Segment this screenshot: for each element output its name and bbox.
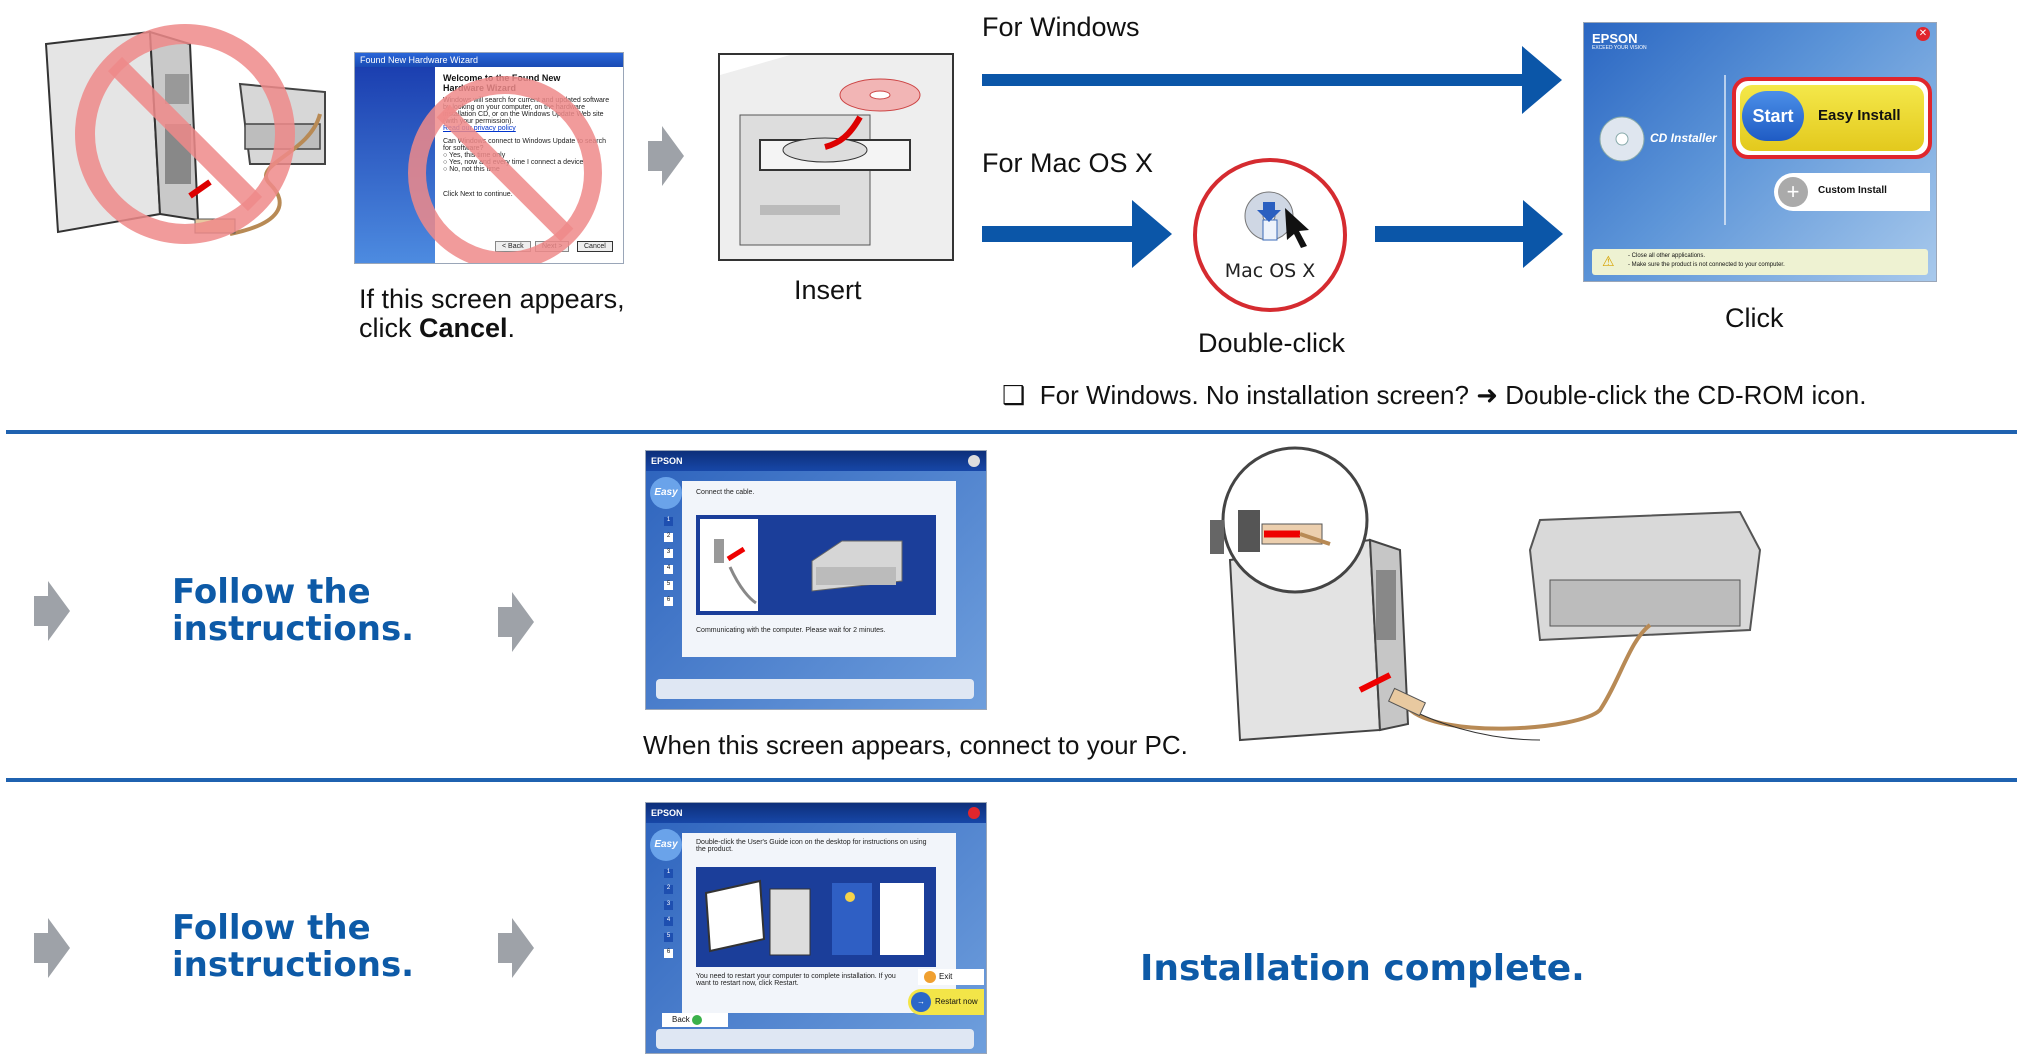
easy-badge: Easy	[650, 477, 682, 509]
restart-text: You need to restart your computer to com…	[696, 973, 896, 987]
close-icon-2[interactable]	[968, 455, 980, 467]
wizard-caption: If this screen appears, click Cancel.	[359, 284, 625, 343]
custom-install-label: Custom Install	[1818, 185, 1887, 196]
wizard-continue: Click Next to continue.	[443, 191, 513, 198]
follow-instructions-3: Follow the instructions.	[172, 908, 415, 985]
mac-arrow-1-icon	[982, 200, 1172, 268]
cd-installer-label: CD Installer	[1650, 131, 1717, 145]
section-divider-2	[6, 778, 2017, 782]
installer-warning: ⚠ - Close all other applications. - Make…	[1592, 249, 1928, 275]
mac-os-x-cd-icon[interactable]: Mac OS X	[1193, 158, 1347, 312]
arrow-right-icon: →	[911, 991, 931, 1012]
windows-arrow-icon	[982, 46, 1562, 114]
section-divider-1	[6, 430, 2017, 434]
for-mac-label: For Mac OS X	[982, 148, 1154, 178]
step-list: 1 2 3 4 5 6	[664, 517, 673, 606]
wizard-question: Can Windows connect to Windows Update to…	[443, 138, 607, 152]
easy-install-label: Easy Install	[1818, 107, 1901, 124]
privacy-link[interactable]: Read our privacy policy	[443, 125, 516, 132]
wizard-option-3[interactable]: ○ No, not this time	[443, 166, 500, 173]
progress-area-3	[656, 1029, 974, 1049]
epson-installer-screen: EPSON EXCEED YOUR VISION ✕ CD Installer …	[1583, 22, 1937, 282]
for-windows-label: For Windows	[982, 12, 1140, 42]
found-new-hardware-wizard-screen: Found New Hardware Wizard Welcome to the…	[354, 52, 624, 264]
mac-icon-label: Mac OS X	[1224, 260, 1316, 282]
connect-cable-screen: EPSON Easy 1 2 3 4 5 6 Connect the cable…	[645, 450, 987, 710]
step-arrow-2b-icon	[498, 592, 534, 652]
custom-install-button[interactable]: + Custom Install	[1774, 173, 1930, 211]
step-list-3: 1 2 3 4 5 6	[664, 869, 673, 958]
close-icon-3[interactable]	[968, 807, 980, 819]
easy-install-button[interactable]: Start Easy Install	[1732, 77, 1932, 159]
insert-cd-illustration	[718, 53, 954, 261]
step-arrow-3b-icon	[498, 918, 534, 978]
restart-now-button[interactable]: →Restart now	[908, 989, 984, 1015]
installation-complete: Installation complete.	[1140, 948, 1585, 989]
users-guide-text: Double-click the User's Guide icon on th…	[696, 839, 927, 853]
epson-tagline: EXCEED YOUR VISION	[1592, 45, 1647, 51]
connect-cable-text: Connect the cable.	[696, 489, 755, 496]
wizard-body: Windows will search for current and upda…	[443, 97, 610, 125]
usb-connect-illustration	[1180, 440, 1780, 760]
communicating-text: Communicating with the computer. Please …	[696, 627, 886, 634]
warning-icon: ⚠	[1602, 253, 1615, 269]
exit-button[interactable]: Exit	[918, 969, 984, 985]
back-button[interactable]: Back	[662, 1013, 728, 1027]
insert-label: Insert	[794, 275, 862, 305]
step-arrow-3a-icon	[34, 918, 70, 978]
click-label: Click	[1725, 303, 1784, 333]
start-label: Start	[1742, 91, 1804, 141]
follow-instructions-2: Follow the instructions.	[172, 572, 415, 649]
wizard-title: Found New Hardware Wizard	[355, 53, 623, 67]
prohibition-icon	[408, 76, 602, 263]
no-installation-screen-note: ❑ For Windows. No installation screen? ➜…	[1002, 380, 1867, 410]
mac-arrow-2-icon	[1375, 200, 1563, 268]
double-click-label: Double-click	[1198, 328, 1346, 358]
step-arrow-icon	[648, 126, 684, 186]
pc-usb-prohibited-illustration	[40, 14, 330, 254]
epson-logo-3: EPSON	[651, 808, 683, 818]
wizard-back-button[interactable]: < Back	[495, 241, 531, 252]
right-arrow-icon: ➜	[1476, 380, 1498, 410]
epson-logo-2: EPSON	[651, 456, 683, 466]
step-arrow-2a-icon	[34, 581, 70, 641]
connect-caption: When this screen appears, connect to you…	[643, 730, 1188, 760]
close-icon[interactable]: ✕	[1916, 27, 1930, 41]
restart-screen: EPSON Easy 1 2 3 4 5 6 Double-click the …	[645, 802, 987, 1054]
progress-area	[656, 679, 974, 699]
epson-logo: EPSON	[1592, 31, 1638, 46]
plus-icon: +	[1778, 177, 1808, 207]
easy-badge-3: Easy	[650, 829, 682, 861]
wizard-option-2[interactable]: ○ Yes, now and every time I connect a de…	[443, 159, 584, 166]
back-icon	[692, 1014, 703, 1025]
exit-icon	[924, 970, 936, 983]
wizard-cancel-button[interactable]: Cancel	[577, 241, 613, 252]
cd-icon	[1599, 116, 1645, 162]
